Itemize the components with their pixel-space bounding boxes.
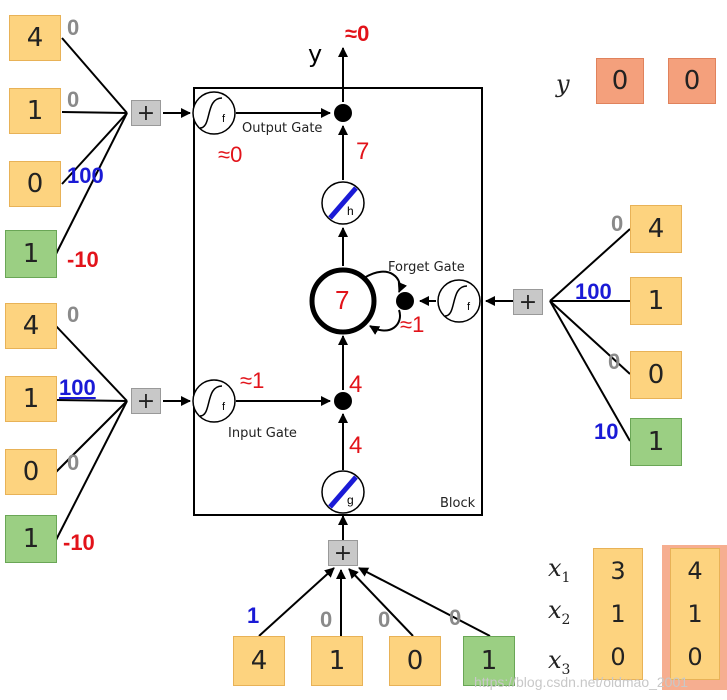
output-gate-weight: 100 — [67, 163, 104, 188]
sequence-y-value: 0 — [596, 58, 644, 104]
output-gate-input-box: 1 — [9, 88, 61, 134]
input-gate-func: f — [222, 401, 226, 413]
input-gate-weight: 0 — [67, 450, 80, 475]
output-multiply-dot — [334, 104, 352, 122]
forget-gate-input-box: 4 — [630, 205, 682, 253]
cell-input-weight: 0 — [320, 607, 333, 632]
input-gate-weight: -10 — [63, 530, 95, 555]
sequence-cell: 1 — [687, 599, 703, 628]
input-gate-input-box: 4 — [5, 303, 57, 349]
cell-bias-box: 1 — [463, 636, 515, 686]
forget-gate-connections — [419, 228, 631, 442]
input-multiply-dot — [334, 392, 352, 410]
sequence-x3-label: x3 — [548, 646, 571, 678]
input-gate-label: Input Gate — [228, 426, 297, 441]
forget-gate-activation: ≈1 — [400, 312, 425, 337]
output-gate-label: Output Gate — [242, 121, 323, 136]
input-gate-activation: ≈1 — [240, 368, 265, 393]
sequence-column: 4 1 0 — [670, 548, 720, 680]
output-gate-func: f — [222, 113, 226, 125]
output-gate-weight: 0 — [67, 87, 80, 112]
sequence-y-value: 0 — [668, 58, 716, 104]
forget-gate-bias-box: 1 — [630, 418, 682, 466]
input-gate-input-box: 1 — [5, 376, 57, 422]
h-output-value: 7 — [356, 138, 370, 165]
forget-gate-weight: 100 — [575, 279, 612, 304]
sequence-y-label: y — [556, 70, 570, 98]
g-func: g — [347, 493, 354, 507]
cell-input-box: 0 — [389, 636, 441, 686]
memory-cell — [309, 267, 408, 335]
forget-gate-sigmoid — [437, 279, 481, 323]
input-gate-weight: 100 — [59, 375, 96, 400]
output-gate-sigmoid — [192, 91, 236, 135]
h-func: h — [347, 204, 354, 218]
output-gate-connections — [55, 37, 331, 255]
forget-gate-weight: 0 — [611, 211, 624, 236]
forget-gate-input-box: 1 — [630, 277, 682, 325]
sequence-cell: 4 — [687, 556, 703, 585]
input-gate-connections — [55, 325, 331, 541]
output-gate-input-box: 0 — [9, 161, 61, 207]
forget-gate-weight: 0 — [608, 349, 621, 374]
output-gate-weight: 0 — [67, 15, 80, 40]
output-gate-activation: ≈0 — [218, 142, 243, 167]
output-gate-weight: -10 — [67, 247, 99, 272]
forget-gate-sum: + — [513, 289, 543, 315]
multiply-output-value: 4 — [349, 371, 363, 398]
sequence-cell: 0 — [610, 643, 626, 672]
sequence-cell: 1 — [610, 599, 626, 628]
block-label: Block — [440, 496, 476, 511]
cell-input-sum: + — [328, 540, 358, 566]
sequence-cell: 3 — [610, 556, 626, 585]
input-gate-bias-box: 1 — [5, 515, 57, 563]
output-gate-input-box: 4 — [9, 15, 61, 61]
sequence-column: 3 1 0 — [593, 548, 643, 680]
input-gate-input-box: 0 — [5, 449, 57, 495]
cell-input-box: 1 — [311, 636, 363, 686]
forget-gate-label: Forget Gate — [388, 260, 465, 275]
output-gate-bias-box: 1 — [5, 230, 57, 278]
output-gate-sum: + — [131, 100, 161, 126]
cell-input-connections — [258, 47, 491, 637]
forget-gate-weight: 10 — [594, 419, 619, 444]
g-output-value: 4 — [349, 432, 363, 459]
forget-gate-func: f — [467, 301, 471, 313]
input-gate-sum: + — [131, 388, 161, 414]
sequence-x1-label: x1 — [548, 554, 571, 586]
forget-multiply-dot — [396, 292, 414, 310]
output-value-label: ≈0 — [345, 21, 370, 46]
output-y-label: y — [308, 40, 323, 68]
cell-value: 7 — [335, 285, 350, 315]
cell-input-box: 4 — [233, 636, 285, 686]
cell-input-weight: 0 — [378, 607, 391, 632]
input-gate-sigmoid — [192, 379, 236, 423]
forget-gate-input-box: 0 — [630, 351, 682, 399]
input-gate-weight: 0 — [67, 302, 80, 327]
h-activation — [321, 181, 365, 225]
g-activation — [321, 470, 365, 514]
cell-input-weight: 1 — [247, 603, 260, 628]
cell-input-weight: 0 — [449, 605, 462, 630]
sequence-x2-label: x2 — [548, 596, 571, 628]
watermark: https://blog.csdn.net/oldmao_2001 — [474, 674, 689, 690]
sequence-cell: 0 — [687, 643, 703, 672]
